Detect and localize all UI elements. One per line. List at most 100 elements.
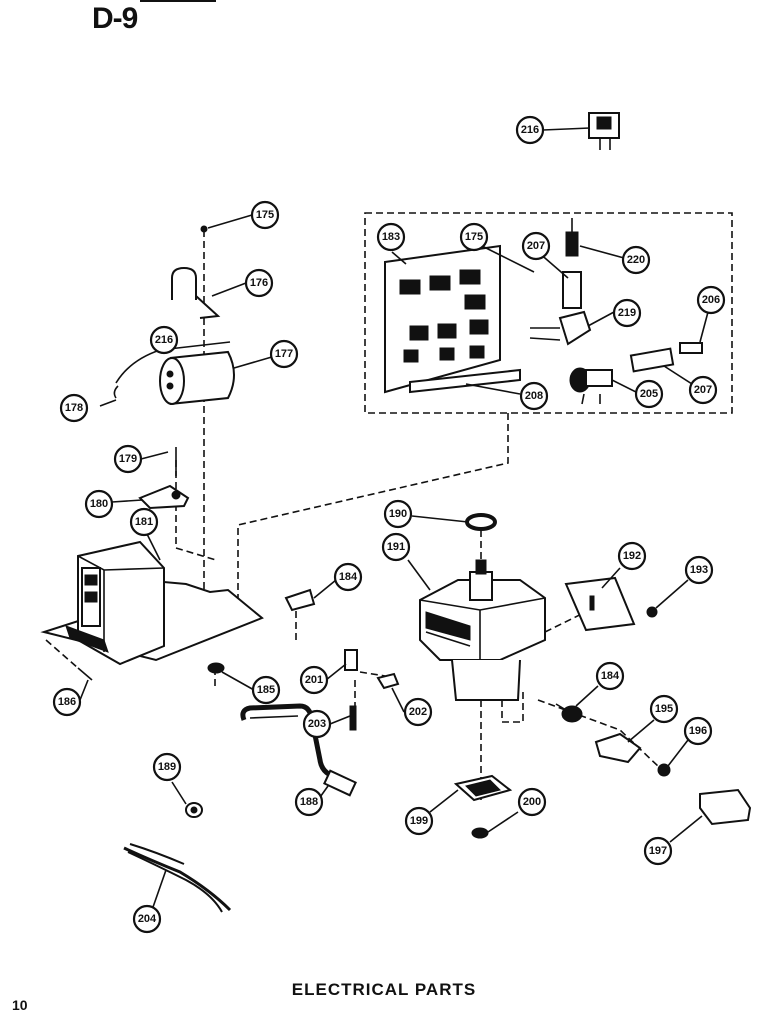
svg-text:202: 202: [409, 706, 427, 718]
part-185-grommet: [207, 662, 225, 674]
part-200-screw: [471, 827, 489, 839]
svg-text:175: 175: [256, 209, 274, 221]
callout-186: 186: [52, 687, 82, 717]
svg-text:220: 220: [627, 254, 645, 266]
part-219-holder: [529, 310, 592, 346]
part-193-pin: [646, 606, 658, 618]
callout-204: 204: [132, 904, 162, 934]
callout-197: 197: [643, 836, 673, 866]
svg-text:188: 188: [300, 796, 318, 808]
callout-207-right: 207: [688, 375, 718, 405]
part-205-cap: [569, 367, 613, 405]
callout-191: 191: [381, 532, 411, 562]
svg-text:207: 207: [527, 240, 545, 252]
part-176-bracket: [171, 266, 221, 319]
callout-193: 193: [684, 555, 714, 585]
part-196-cap: [657, 763, 671, 777]
callout-208: 208: [519, 381, 549, 411]
callout-192: 192: [617, 541, 647, 571]
callout-178: 178: [59, 393, 89, 423]
svg-text:216: 216: [521, 124, 539, 136]
part-206-pin: [679, 342, 703, 354]
diagram-caption: ELECTRICAL PARTS: [291, 980, 477, 999]
callout-216-left: 216: [149, 325, 179, 355]
callout-220: 220: [621, 245, 651, 275]
svg-text:196: 196: [689, 725, 707, 737]
part-192-panel: [564, 576, 636, 632]
svg-text:178: 178: [65, 402, 83, 414]
callout-206: 206: [696, 285, 726, 315]
svg-text:181: 181: [135, 516, 153, 528]
page-code: D-9: [92, 2, 138, 35]
part-194-thermal: [555, 703, 583, 723]
svg-text:186: 186: [58, 696, 76, 708]
callout-201: 201: [299, 665, 329, 695]
part-220-fuse-top: [565, 218, 579, 257]
svg-text:201: 201: [305, 674, 323, 686]
part-218-relay: [588, 112, 620, 150]
svg-text:184: 184: [339, 571, 358, 583]
svg-text:199: 199: [410, 815, 428, 827]
svg-text:179: 179: [119, 453, 137, 465]
svg-text:216: 216: [155, 334, 173, 346]
callout-179: 179: [113, 444, 143, 474]
svg-text:208: 208: [525, 390, 543, 402]
callout-207-top: 207: [521, 231, 551, 261]
callout-176: 176: [244, 268, 274, 298]
part-201-fuse-holder: [344, 649, 358, 671]
svg-text:183: 183: [382, 231, 400, 243]
part-175-screw: [200, 225, 208, 233]
part-208-bar: [409, 368, 521, 394]
part-207-cylinder-a: [562, 271, 582, 309]
callout-188: 188: [294, 787, 324, 817]
part-184-bracket: [284, 588, 316, 612]
part-202-clip: [376, 672, 400, 690]
part-197-block: [699, 788, 752, 826]
callout-219: 219: [612, 298, 642, 328]
svg-text:176: 176: [250, 277, 268, 289]
svg-text:184: 184: [601, 670, 620, 682]
part-181-transformer: [65, 540, 165, 666]
part-191-magnetron: [419, 559, 546, 701]
callout-205: 205: [634, 379, 664, 409]
svg-text:207: 207: [694, 384, 712, 396]
svg-text:203: 203: [308, 718, 326, 730]
callout-185: 185: [251, 675, 281, 705]
svg-text:219: 219: [618, 307, 636, 319]
svg-text:185: 185: [257, 684, 275, 696]
callout-196: 196: [683, 716, 713, 746]
callout-180: 180: [84, 489, 114, 519]
page-number: 10: [12, 997, 28, 1013]
callout-202: 202: [403, 697, 433, 727]
part-186-screw: [77, 667, 93, 681]
callout-216-top: 216: [515, 115, 545, 145]
callout-195: 195: [649, 694, 679, 724]
top-rule: [140, 0, 216, 2]
svg-text:195: 195: [655, 703, 673, 715]
part-180-diode: [138, 484, 190, 510]
svg-text:200: 200: [523, 796, 541, 808]
svg-text:177: 177: [275, 348, 293, 360]
part-183-control-board: [384, 244, 501, 394]
callout-189: 189: [152, 752, 182, 782]
callout-184-left: 184: [333, 562, 363, 592]
svg-text:180: 180: [90, 498, 108, 510]
control-board-inset-box: [364, 212, 733, 414]
callout-177: 177: [269, 339, 299, 369]
svg-text:193: 193: [690, 564, 708, 576]
callout-181: 181: [129, 507, 159, 537]
part-204-harness: [123, 843, 232, 913]
svg-text:175: 175: [465, 231, 483, 243]
callout-199: 199: [404, 806, 434, 836]
callout-175-left: 175: [250, 200, 280, 230]
part-189-nut: [185, 802, 203, 818]
part-188-cable: [240, 703, 357, 797]
svg-text:205: 205: [640, 388, 658, 400]
callout-203: 203: [302, 709, 332, 739]
part-203-fuse: [349, 705, 357, 731]
svg-text:190: 190: [389, 508, 407, 520]
leader-lines: [79, 127, 709, 911]
part-190-ring: [465, 513, 497, 531]
svg-text:197: 197: [649, 845, 667, 857]
